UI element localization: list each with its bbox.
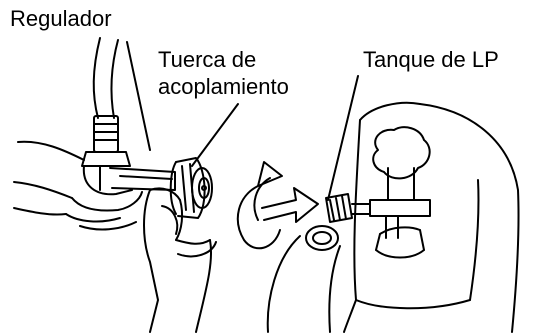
lp-tank — [266, 101, 520, 333]
lp-tank-label: Tanque de LP — [363, 47, 499, 72]
tank-valve — [305, 126, 431, 251]
regulator-leader-line — [126, 41, 151, 151]
left-hand — [13, 140, 143, 231]
coupling-nut-label-line-1: Tuerca de — [158, 47, 257, 72]
coupling-nut-leader-line — [191, 103, 239, 167]
right-hand — [143, 187, 217, 333]
regulator-assembly — [81, 37, 176, 196]
lp-tank-leader-line — [327, 75, 359, 201]
rotation-arrow — [236, 161, 283, 250]
regulator-label: Regulador — [10, 6, 112, 31]
direction-arrow — [261, 187, 319, 223]
coupling-nut-label-line-2: acoplamiento — [158, 74, 289, 99]
coupling-nut — [169, 157, 213, 219]
